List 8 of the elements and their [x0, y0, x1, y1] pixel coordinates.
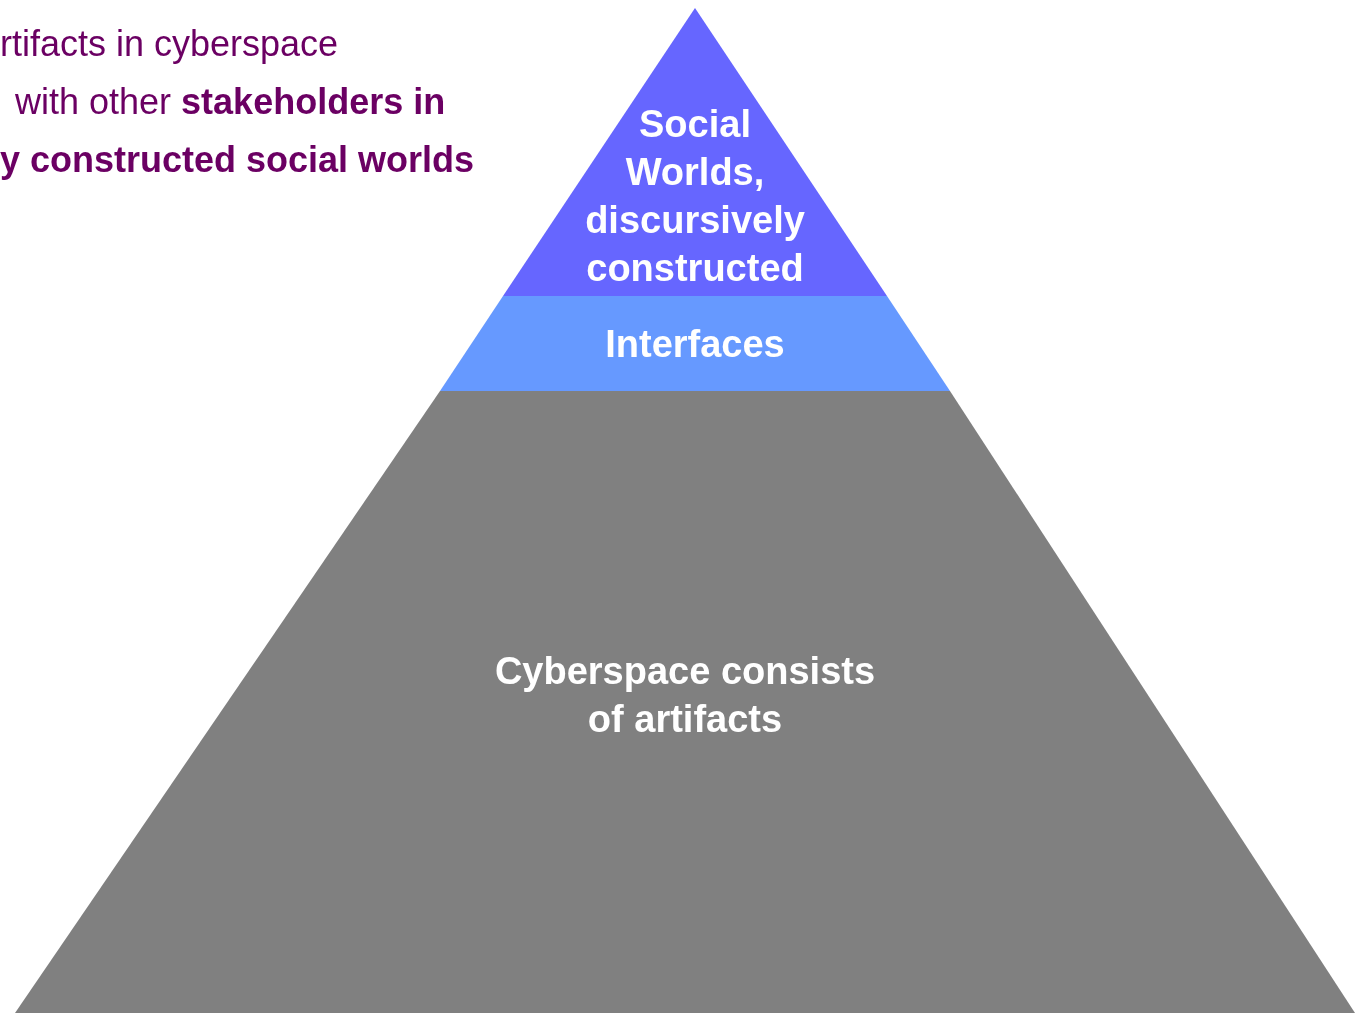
text-line: with other stakeholders in	[15, 80, 446, 124]
pyramid-tier	[503, 8, 887, 296]
tier-label: Interfaces	[604, 322, 786, 367]
text-line: rtifacts in cyberspace	[0, 22, 339, 66]
pyramid-tier	[15, 391, 1355, 1013]
tier-label: Cyberspace consists of artifacts	[493, 649, 877, 742]
text-line: y constructed social worlds	[0, 138, 475, 182]
tier-label: Social Worlds, discursively constructed	[584, 102, 806, 291]
